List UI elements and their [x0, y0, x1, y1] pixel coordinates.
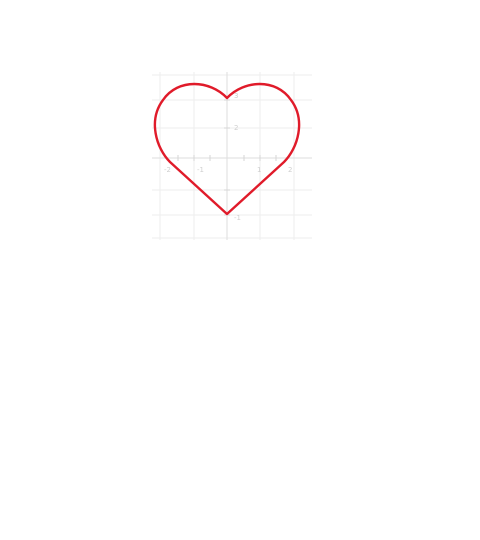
tick-label-x-right: 2 [288, 166, 292, 174]
heart-outline [153, 82, 301, 216]
tick-label-y-top: 3 [234, 92, 238, 100]
tick-label-x-left-inner: -1 [197, 166, 204, 174]
tick-label-x-right-inner: 1 [257, 166, 261, 174]
tick-label-y-upper: 2 [234, 124, 238, 132]
faint-tick-labels: -2 -1 1 2 3 2 -1 [164, 92, 292, 222]
axis-ticks [177, 99, 277, 216]
tick-label-y-lower: -1 [234, 214, 241, 222]
tick-label-x-left: -2 [164, 166, 171, 174]
